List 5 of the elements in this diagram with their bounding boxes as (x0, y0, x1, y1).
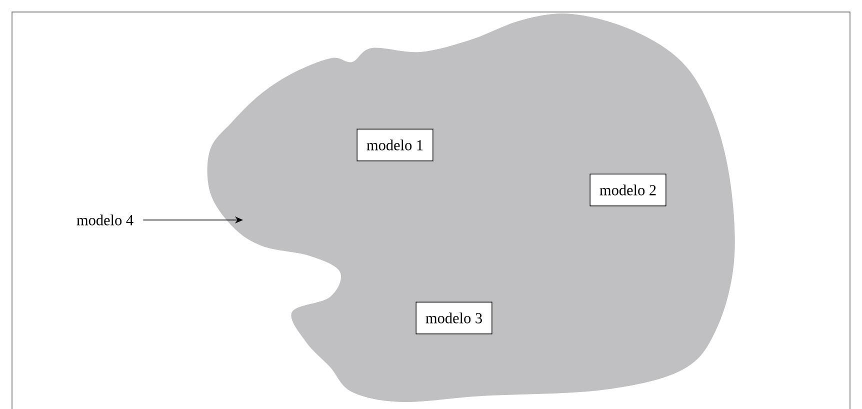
shaded-region (207, 14, 735, 402)
model-box: modelo 1 (356, 128, 434, 162)
model-box: modelo 2 (590, 174, 666, 206)
model-label: modelo 4 (76, 214, 134, 226)
model-box: modelo 3 (416, 302, 492, 334)
